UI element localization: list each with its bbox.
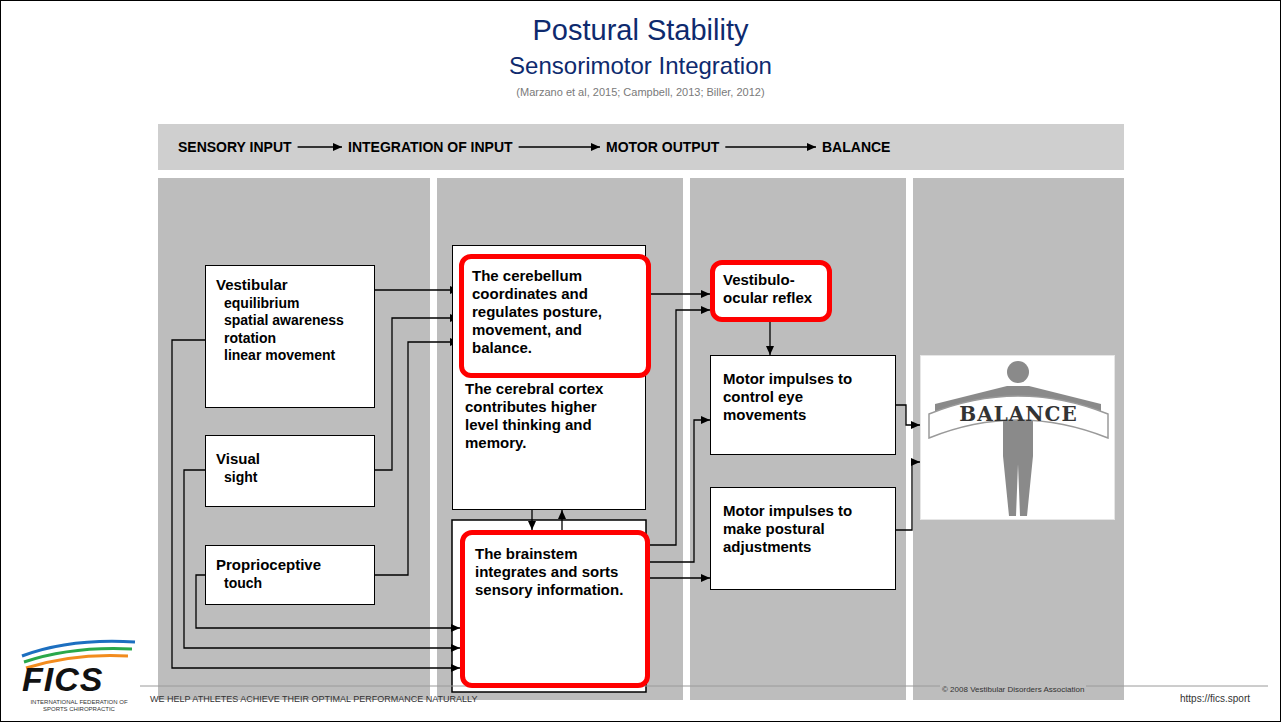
node-text: Visual [216,450,364,469]
node-text: touch [216,575,364,593]
logo-subtext: INTERNATIONAL FEDERATION OF SPORTS CHIRO… [20,699,138,713]
sensory-box: Vestibularequilibriumspatial awarenessro… [205,265,375,408]
logo-text: FICS [22,660,103,699]
footer-rule [140,686,1268,687]
column-panel [690,178,906,700]
node-text: The cerebellum coordinates and regulates… [472,267,638,357]
column-header: INTEGRATION OF INPUT [348,139,513,155]
header-arrow [725,146,816,147]
copyright-note: © 2008 Vestibular Disorders Association [940,685,1086,694]
connector-arrow [896,405,920,425]
node-text: equilibrium [216,295,364,313]
slide-title: Postural Stability [0,14,1281,47]
node-text: Proprioceptive [216,556,364,575]
node-text: Motor impulses to control eye movements [723,370,883,424]
highlight-box: Vestibulo-ocular reflex [710,260,832,322]
connector-arrow [375,342,459,575]
node-text: The brainstem integrates and sorts senso… [475,545,635,599]
column-panel [913,178,1124,700]
tagline: WE HELP ATHLETES ACHIEVE THEIR OPTIMAL P… [150,694,477,704]
output-box: Motor impulses to control eye movements [710,355,896,455]
url-text: https://fics.sport [1180,693,1250,704]
connector-arrow [375,318,459,470]
connector-arrow [650,577,710,578]
header-arrow [519,146,600,147]
connector-arrow [531,510,532,530]
connector-arrow [651,293,710,294]
node-text: Motor impulses to make postural adjustme… [723,502,883,556]
integration-box: The cerebral cortex contributes higher l… [452,245,646,510]
connector-arrow [650,310,710,545]
node-text: Vestibular [216,276,364,295]
column-header: MOTOR OUTPUT [606,139,719,155]
header-band [158,124,1124,170]
connector-arrow [375,289,459,290]
sensory-box: Visualsight [205,435,375,507]
node-text: Vestibulo-ocular reflex [723,271,819,307]
node-text: The cerebral cortex contributes higher l… [465,380,633,452]
node-text: BALANCE [921,404,1116,424]
slide-subtitle: Sensorimotor Integration [0,52,1281,80]
connector-arrow [561,510,562,530]
output-box: Motor impulses to make postural adjustme… [710,487,896,590]
node-text: rotation [216,330,364,348]
node-text: spatial awareness [216,312,364,330]
highlight-box: The cerebellum coordinates and regulates… [459,254,651,378]
connector-arrow [650,420,710,562]
connector-arrow [769,322,770,355]
column-header: BALANCE [822,139,890,155]
balance-illustration [921,356,1116,521]
citation: (Marzano et al, 2015; Campbell, 2013; Bi… [0,86,1281,98]
sensory-box: Proprioceptivetouch [205,545,375,605]
column-panel [158,178,430,700]
node-text: sight [216,469,364,487]
node-text: linear movement [216,347,364,365]
column-panel [437,178,683,700]
balance-figure-box: BALANCE [920,355,1115,520]
header-arrow [298,146,342,147]
column-header: SENSORY INPUT [178,139,292,155]
highlight-box: The brainstem integrates and sorts senso… [460,530,650,688]
connector-arrow [896,462,920,530]
